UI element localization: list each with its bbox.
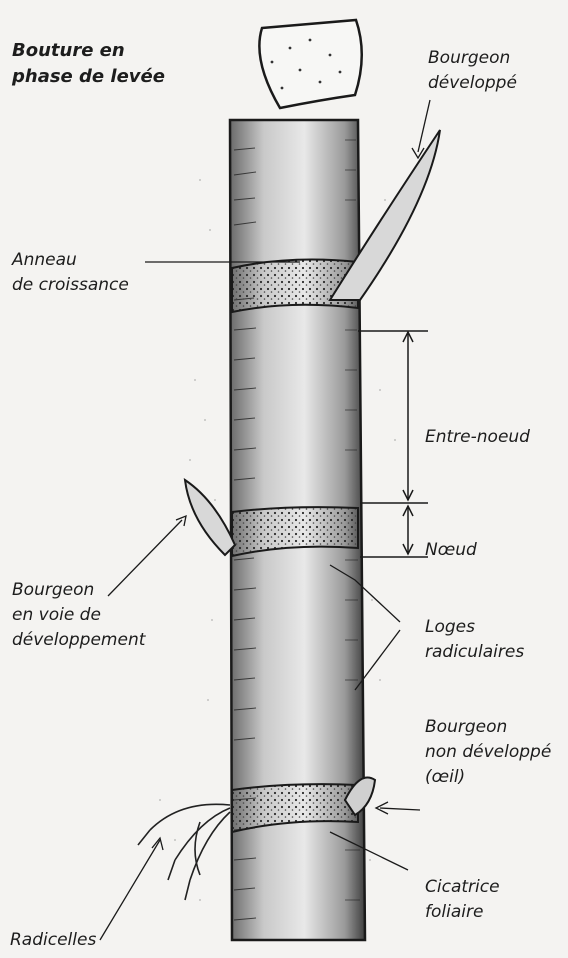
- label-anneau: Anneau de croissance: [12, 248, 129, 298]
- label-bourgeon-non: Bourgeon non développé (œil): [425, 715, 551, 790]
- label-radicelles: Radicelles: [10, 928, 96, 953]
- label-noeud: Nœud: [425, 538, 477, 563]
- label-bourgeon-voie: Bourgeon en voie de développement: [12, 578, 145, 653]
- cut-top: [259, 20, 361, 108]
- label-loges: Loges radiculaires: [425, 615, 524, 665]
- diagram-title: Bouture en phase de levée: [12, 38, 165, 90]
- label-cicatrice: Cicatrice foliaire: [425, 875, 500, 925]
- rootlets: [138, 804, 230, 900]
- dimension-lines: [358, 331, 428, 557]
- developing-bud: [185, 480, 235, 555]
- label-entre-noeud: Entre-noeud: [425, 425, 530, 450]
- label-bourgeon-developpe: Bourgeon développé: [428, 46, 517, 96]
